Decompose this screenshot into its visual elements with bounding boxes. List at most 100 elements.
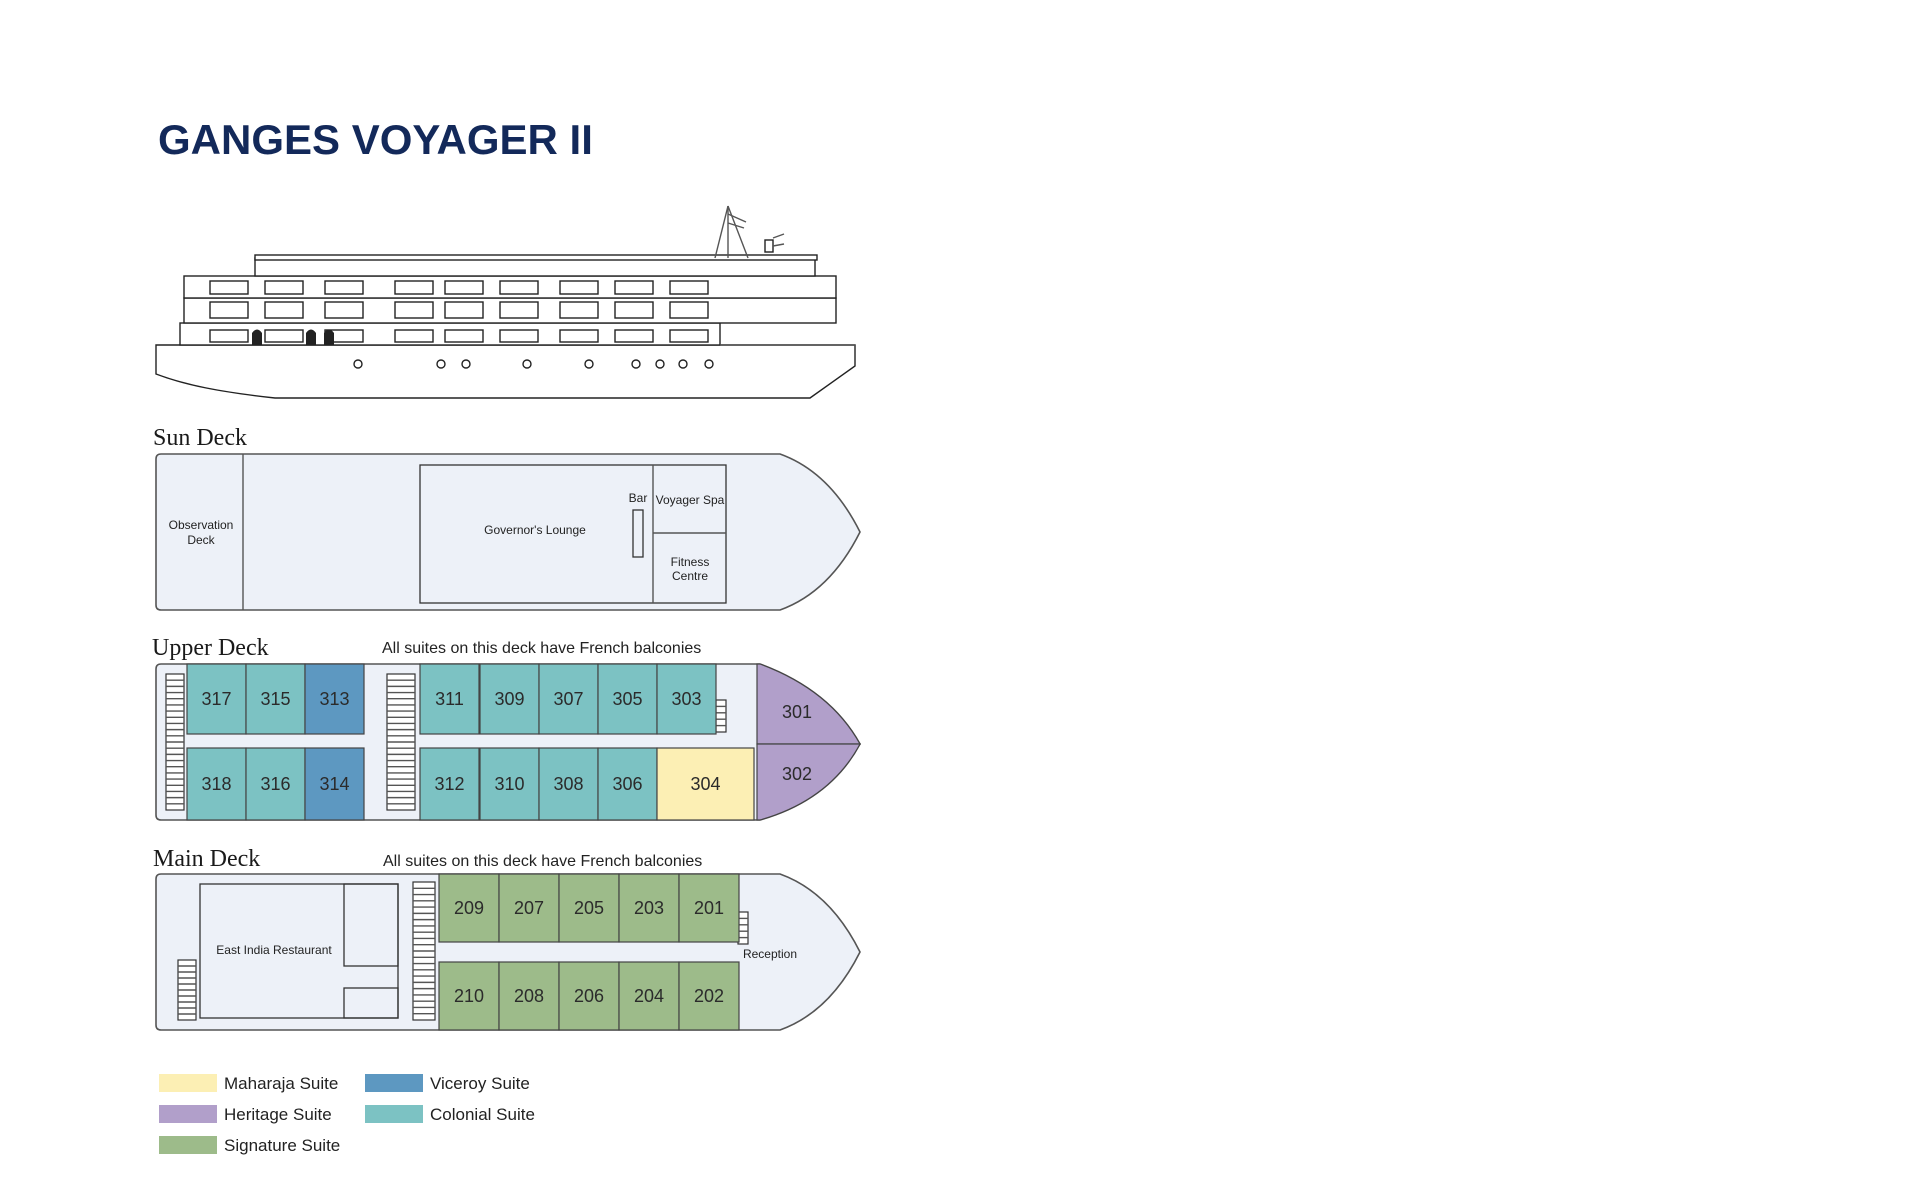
- suite-302[interactable]: 302: [756, 743, 862, 821]
- suite-313[interactable]: 313: [304, 663, 365, 735]
- ship-window: [559, 329, 599, 343]
- ship-window: [264, 280, 304, 295]
- fitness-centre-label: Fitness: [671, 555, 710, 569]
- legend-swatch: [365, 1105, 423, 1123]
- suite-209[interactable]: 209: [438, 873, 500, 943]
- suite-201[interactable]: 201: [678, 873, 740, 943]
- observation-deck-label: Observation: [169, 518, 234, 532]
- ship-porthole: [436, 359, 446, 369]
- suite-204[interactable]: 204: [618, 961, 680, 1031]
- suite-304[interactable]: 304: [656, 747, 755, 821]
- ship-window: [499, 301, 539, 319]
- legend-label: Signature Suite: [224, 1136, 340, 1155]
- suite-203[interactable]: 203: [618, 873, 680, 943]
- suite-318[interactable]: 318: [186, 747, 247, 821]
- suite-number: 301: [782, 702, 812, 722]
- suite-308[interactable]: 308: [538, 747, 599, 821]
- suite-309[interactable]: 309: [479, 663, 540, 735]
- ship-porthole: [655, 359, 665, 369]
- ship-porthole: [631, 359, 641, 369]
- main-stairs-fwd: [737, 911, 749, 945]
- suite-206[interactable]: 206: [558, 961, 620, 1031]
- legend-label: Colonial Suite: [430, 1105, 535, 1124]
- suite-number: 207: [514, 898, 544, 918]
- upper-deck-note: All suites on this deck have French balc…: [382, 640, 701, 657]
- governors-lounge-label: Governor's Lounge: [484, 523, 586, 537]
- suite-number: 313: [319, 689, 349, 709]
- ship-door: [306, 329, 316, 345]
- suite-207[interactable]: 207: [498, 873, 560, 943]
- suite-316[interactable]: 316: [245, 747, 306, 821]
- legend-label: Maharaja Suite: [224, 1074, 338, 1093]
- ship-porthole: [704, 359, 714, 369]
- observation-deck-label-2: Deck: [187, 533, 215, 547]
- ship-window: [559, 301, 599, 319]
- suite-number: 306: [612, 774, 642, 794]
- suite-number: 311: [435, 689, 464, 709]
- suite-314[interactable]: 314: [304, 747, 365, 821]
- suite-202[interactable]: 202: [678, 961, 740, 1031]
- suite-306[interactable]: 306: [597, 747, 658, 821]
- suite-number: 302: [782, 764, 812, 784]
- upper-deck-plan: 317 315 313 318 316 314 311 309 307 305 303 312 310 3…: [155, 663, 862, 821]
- fitness-centre-label-2: Centre: [672, 569, 708, 583]
- legend-item-colonial: Colonial Suite: [365, 1105, 535, 1124]
- suite-number: 305: [612, 689, 642, 709]
- suite-317[interactable]: 317: [186, 663, 247, 735]
- ship-window: [209, 280, 249, 295]
- ship-porthole: [522, 359, 532, 369]
- suite-number: 210: [454, 986, 484, 1006]
- legend-item-maharaja: Maharaja Suite: [159, 1074, 338, 1093]
- ship-window: [394, 329, 434, 343]
- suite-307[interactable]: 307: [538, 663, 599, 735]
- ship-window: [669, 329, 709, 343]
- suite-210[interactable]: 210: [438, 961, 500, 1031]
- legend-label: Viceroy Suite: [430, 1074, 530, 1093]
- legend-label: Heritage Suite: [224, 1105, 332, 1124]
- suite-310[interactable]: 310: [479, 747, 540, 821]
- suite-311[interactable]: 311: [419, 663, 480, 735]
- suite-301[interactable]: 301: [756, 663, 862, 745]
- main-stairs-mid: [412, 881, 436, 1021]
- suite-number: 310: [494, 774, 524, 794]
- main-deck-title: Main Deck: [153, 846, 260, 872]
- suite-number: 303: [671, 689, 701, 709]
- ship-window: [614, 280, 654, 295]
- ship-door: [324, 329, 334, 345]
- ship-window: [324, 301, 364, 319]
- suite-number: 205: [574, 898, 604, 918]
- suite-number: 314: [319, 774, 349, 794]
- suite-number: 317: [201, 689, 231, 709]
- suite-305[interactable]: 305: [597, 663, 658, 735]
- suite-number: 202: [694, 986, 724, 1006]
- legend-swatch: [159, 1105, 217, 1123]
- ship-porthole: [461, 359, 471, 369]
- suite-number: 208: [514, 986, 544, 1006]
- ship-window: [669, 301, 709, 319]
- suite-303[interactable]: 303: [656, 663, 717, 735]
- suite-number: 316: [260, 774, 290, 794]
- main-stairs-aft: [177, 959, 197, 1021]
- upper-stairs-fwd: [715, 699, 727, 733]
- suite-208[interactable]: 208: [498, 961, 560, 1031]
- suite-number: 304: [690, 774, 720, 794]
- suite-number: 318: [201, 774, 231, 794]
- upper-stairs-mid: [386, 673, 416, 811]
- ship-door: [252, 329, 262, 345]
- suite-number: 312: [434, 774, 464, 794]
- ship-window: [209, 301, 249, 319]
- suite-number: 315: [260, 689, 290, 709]
- suite-number: 308: [553, 774, 583, 794]
- suite-312[interactable]: 312: [419, 747, 480, 821]
- voyager-spa-label: Voyager Spa: [656, 493, 725, 507]
- ship-profile: [155, 205, 856, 399]
- suite-number: 307: [553, 689, 583, 709]
- legend-swatch: [159, 1136, 217, 1154]
- suite-205[interactable]: 205: [558, 873, 620, 943]
- sun-deck-title: Sun Deck: [153, 425, 247, 451]
- ship-window: [444, 280, 484, 295]
- suite-315[interactable]: 315: [245, 663, 306, 735]
- upper-stairs-aft: [165, 673, 185, 811]
- suite-number: 206: [574, 986, 604, 1006]
